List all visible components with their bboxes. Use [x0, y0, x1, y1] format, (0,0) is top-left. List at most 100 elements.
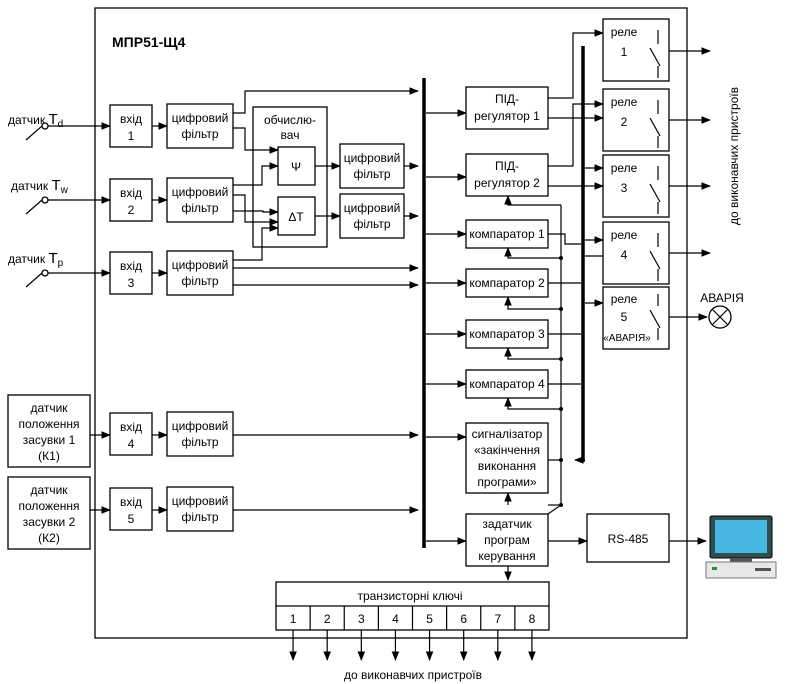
svg-text:транзисторні ключі: транзисторні ключі: [357, 589, 462, 603]
svg-text:фільтр: фільтр: [353, 167, 390, 181]
to-devices-right: до виконавчих пристроїв: [727, 87, 741, 225]
svg-text:цифровий: цифровий: [172, 494, 229, 508]
svg-text:(К2): (К2): [38, 531, 60, 545]
svg-text:реле: реле: [611, 161, 638, 175]
rs485-block: RS-485: [586, 513, 670, 563]
computer-icon: [705, 515, 777, 579]
pid-regulator-1: ПІД- регулятор 1: [465, 86, 549, 130]
svg-text:регулятор 1: регулятор 1: [474, 109, 540, 123]
svg-text:положення: положення: [18, 417, 79, 431]
digital-filter-1: цифровий фільтр: [166, 103, 234, 149]
position-sensor-k1: датчик положення засувки 1 (К1): [7, 394, 111, 468]
input-5: вхід 5: [109, 487, 153, 531]
svg-text:засувки 2: засувки 2: [23, 515, 76, 529]
comparator-4: компаратор 4: [465, 369, 549, 399]
svg-text:(К1): (К1): [38, 449, 60, 463]
svg-text:керування: керування: [478, 549, 535, 563]
relay-2: реле 2: [602, 88, 711, 152]
svg-text:«АВАРІЯ»: «АВАРІЯ»: [603, 333, 651, 344]
svg-text:«закінчення: «закінчення: [474, 443, 540, 457]
svg-text:компаратор 1: компаратор 1: [469, 227, 545, 241]
sensor-tp: датчик Tp: [8, 250, 111, 288]
input-4: вхід 4: [109, 412, 153, 456]
relay-5-alarm: реле 5 «АВАРІЯ»: [602, 286, 708, 350]
relay-3: реле 3: [602, 154, 711, 218]
svg-text:цифровий: цифровий: [172, 111, 229, 125]
svg-text:фільтр: фільтр: [353, 217, 390, 231]
svg-text:1: 1: [128, 129, 135, 143]
relay-1: реле 1: [602, 18, 711, 82]
svg-text:2: 2: [621, 115, 628, 129]
svg-text:вхід: вхід: [120, 186, 142, 200]
svg-text:задатчик: задатчик: [482, 517, 532, 531]
sensor-tw: датчик Tw: [11, 177, 111, 215]
program-setter: задатчик програм керування: [465, 513, 549, 567]
svg-text:фільтр: фільтр: [181, 274, 218, 288]
transistor-key-1: 1: [290, 612, 297, 626]
svg-text:засувки 1: засувки 1: [23, 433, 76, 447]
relay-4: реле 4: [602, 221, 711, 285]
digital-filter-3: цифровий фільтр: [166, 250, 234, 296]
svg-text:фільтр: фільтр: [181, 127, 218, 141]
calculator-block: обчислю- вач Ψ ΔT: [252, 106, 328, 248]
svg-text:3: 3: [128, 276, 135, 290]
svg-text:вач: вач: [281, 128, 300, 142]
svg-text:ΔT: ΔT: [288, 210, 304, 224]
transistor-key-8: 8: [529, 612, 536, 626]
svg-text:обчислю-: обчислю-: [264, 113, 316, 127]
svg-text:вхід: вхід: [120, 420, 142, 434]
svg-text:компаратор 2: компаратор 2: [469, 276, 545, 290]
digital-filter-4: цифровий фільтр: [166, 411, 234, 457]
svg-text:програм: програм: [484, 533, 530, 547]
transistor-key-5: 5: [426, 612, 433, 626]
svg-text:реле: реле: [611, 292, 638, 306]
alarm-lamp: АВАРІЯ: [700, 291, 744, 329]
svg-text:5: 5: [128, 512, 135, 526]
svg-text:компаратор 4: компаратор 4: [469, 377, 545, 391]
svg-text:4: 4: [128, 437, 135, 451]
svg-text:фільтр: фільтр: [181, 510, 218, 524]
svg-text:цифровий: цифровий: [344, 201, 401, 215]
device-title: МПР51-Щ4: [112, 34, 186, 50]
svg-text:положення: положення: [18, 499, 79, 513]
svg-text:датчик Tp: датчик Tp: [8, 250, 64, 269]
comparator-3: компаратор 3: [465, 319, 549, 349]
digital-filter-5: цифровий фільтр: [166, 486, 234, 532]
sensor-td: датчик Td: [8, 111, 111, 141]
svg-text:Ψ: Ψ: [291, 160, 301, 174]
svg-text:реле: реле: [611, 25, 638, 39]
comparator-1: компаратор 1: [465, 219, 549, 249]
input-2: вхід 2: [109, 178, 153, 222]
svg-text:цифровий: цифровий: [172, 419, 229, 433]
svg-text:фільтр: фільтр: [181, 201, 218, 215]
transistor-key-7: 7: [494, 612, 501, 626]
svg-text:датчик Td: датчик Td: [8, 111, 63, 130]
svg-text:5: 5: [621, 310, 628, 324]
svg-text:ПІД-: ПІД-: [495, 159, 519, 173]
svg-text:сигналізатор: сигналізатор: [472, 427, 543, 441]
input-3: вхід 3: [109, 251, 153, 295]
svg-text:цифровий: цифровий: [172, 185, 229, 199]
svg-text:2: 2: [128, 203, 135, 217]
svg-text:3: 3: [621, 181, 628, 195]
svg-text:програми»: програми»: [477, 475, 537, 489]
svg-text:цифровий: цифровий: [172, 258, 229, 272]
svg-text:RS-485: RS-485: [608, 532, 649, 546]
svg-text:реле: реле: [611, 228, 638, 242]
transistor-key-6: 6: [460, 612, 467, 626]
program-end-signaler: сигналізатор «закінчення виконання прогр…: [465, 422, 549, 494]
svg-text:виконання: виконання: [478, 459, 536, 473]
pid-regulator-2: ПІД- регулятор 2: [465, 153, 549, 197]
svg-text:1: 1: [621, 45, 628, 59]
position-sensor-k2: датчик положення засувки 2 (К2): [7, 476, 111, 550]
transistor-key-4: 4: [392, 612, 399, 626]
svg-text:цифровий: цифровий: [344, 151, 401, 165]
svg-text:компаратор 3: компаратор 3: [469, 327, 545, 341]
svg-text:вхід: вхід: [120, 259, 142, 273]
svg-text:4: 4: [621, 248, 628, 262]
digital-filter-2: цифровий фільтр: [166, 177, 234, 223]
transistor-key-3: 3: [358, 612, 365, 626]
svg-text:датчик Tw: датчик Tw: [11, 177, 69, 196]
